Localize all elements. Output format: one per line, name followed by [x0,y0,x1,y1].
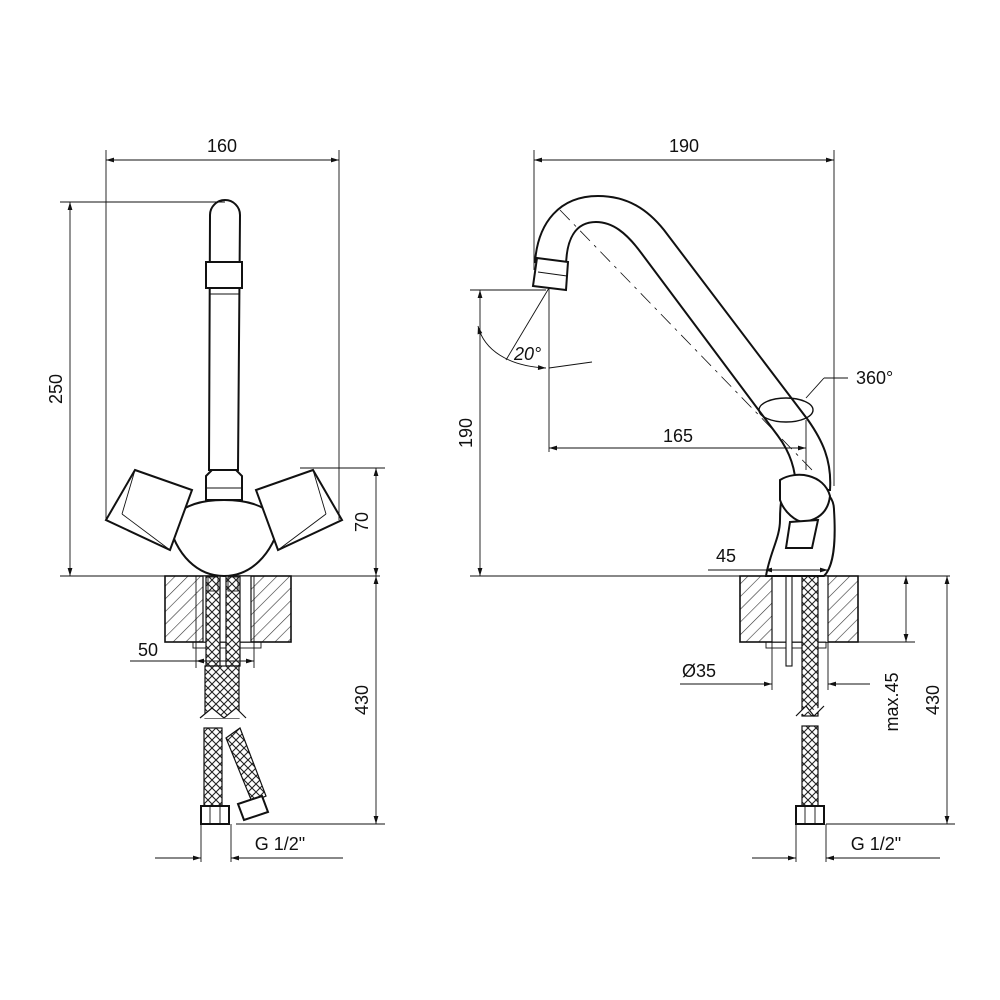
dim-side-hole: Ø35 [680,642,870,690]
dim-front-thread: G 1/2" [155,824,343,862]
dim-front-handle-height: 70 [300,467,385,576]
front-view: 160 250 70 50 430 [46,136,385,862]
dim-front-hose-length: 430 [236,576,385,825]
side-counter-thickness-label: max.45 [882,672,902,731]
side-rotation-label: 360° [856,368,893,388]
dim-side-counter-thickness: max.45 [858,576,915,732]
front-hose-length-label: 430 [352,685,372,715]
side-hose [785,575,825,825]
front-thread-label: G 1/2" [255,834,305,854]
front-spacing-label: 50 [138,640,158,660]
side-body [764,473,836,577]
side-height-label: 190 [456,418,476,448]
dim-front-height: 250 [46,201,380,577]
dim-side-reach: 165 [549,420,807,470]
side-base-label: 45 [716,546,736,566]
dim-side-base: 45 [708,546,828,573]
side-view: 360° 190 190 20° 165 [456,136,955,862]
side-thread-label: G 1/2" [851,834,901,854]
side-hole-label: Ø35 [682,661,716,681]
dim-front-spacing: 50 [130,576,255,668]
front-right-handle [254,468,344,552]
dim-side-tilt: 20° [477,287,593,452]
side-tilt-label: 20° [513,344,541,364]
side-spout [531,194,832,491]
front-hoses [199,665,270,825]
dim-side-hose-length: 430 [826,576,955,825]
front-spout [205,199,243,501]
side-countertop [739,575,859,649]
side-width-label: 190 [669,136,699,156]
side-rotation: 360° [758,368,893,423]
front-width-label: 160 [207,136,237,156]
front-height-label: 250 [46,374,66,404]
front-handle-height-label: 70 [352,512,372,532]
dim-side-width: 190 [533,136,835,486]
side-hose-length-label: 430 [923,685,943,715]
dim-front-width: 160 [105,136,340,520]
dim-side-height: 190 [456,289,950,577]
front-left-handle [104,468,194,552]
dim-side-thread: G 1/2" [752,824,940,862]
side-reach-label: 165 [663,426,693,446]
